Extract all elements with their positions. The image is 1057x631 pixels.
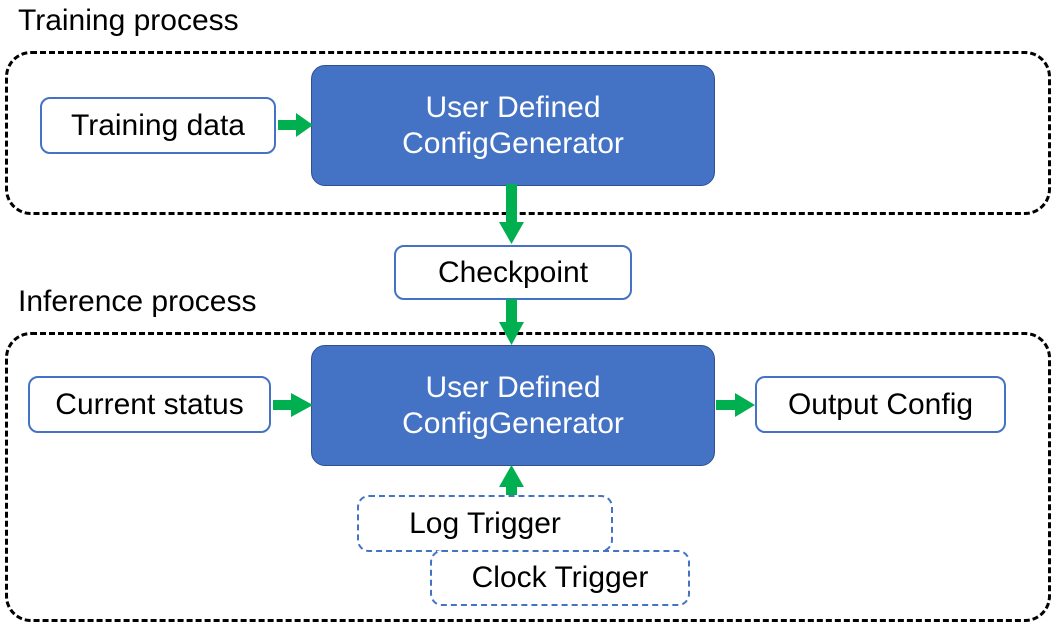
clock-trigger-label: Clock Trigger [471, 561, 649, 594]
log-trigger-box[interactable]: Log Trigger [357, 495, 613, 552]
training-data-label: Training data [71, 108, 245, 142]
inference-config-generator-line1: User Defined [425, 370, 601, 404]
training-process-caption: Training process [18, 4, 239, 37]
checkpoint-box[interactable]: Checkpoint [394, 245, 632, 300]
inference-config-generator-line2: ConfigGenerator [402, 406, 624, 440]
output-config-label: Output Config [787, 387, 974, 421]
current-status-label: Current status [55, 387, 244, 421]
training-data-box[interactable]: Training data [40, 97, 276, 154]
inference-config-generator-box[interactable]: User Defined ConfigGenerator [311, 345, 715, 466]
clock-trigger-box[interactable]: Clock Trigger [430, 550, 690, 606]
inference-process-container [5, 332, 1051, 622]
checkpoint-label: Checkpoint [437, 255, 589, 289]
training-config-generator-line1: User Defined [425, 90, 601, 124]
log-trigger-label: Log Trigger [409, 506, 561, 540]
inference-process-caption: Inference process [18, 285, 257, 318]
training-config-generator-box[interactable]: User Defined ConfigGenerator [311, 65, 715, 186]
training-process-container [5, 51, 1051, 215]
output-config-box[interactable]: Output Config [755, 376, 1006, 433]
training-config-generator-line2: ConfigGenerator [402, 126, 624, 160]
current-status-box[interactable]: Current status [28, 376, 271, 433]
